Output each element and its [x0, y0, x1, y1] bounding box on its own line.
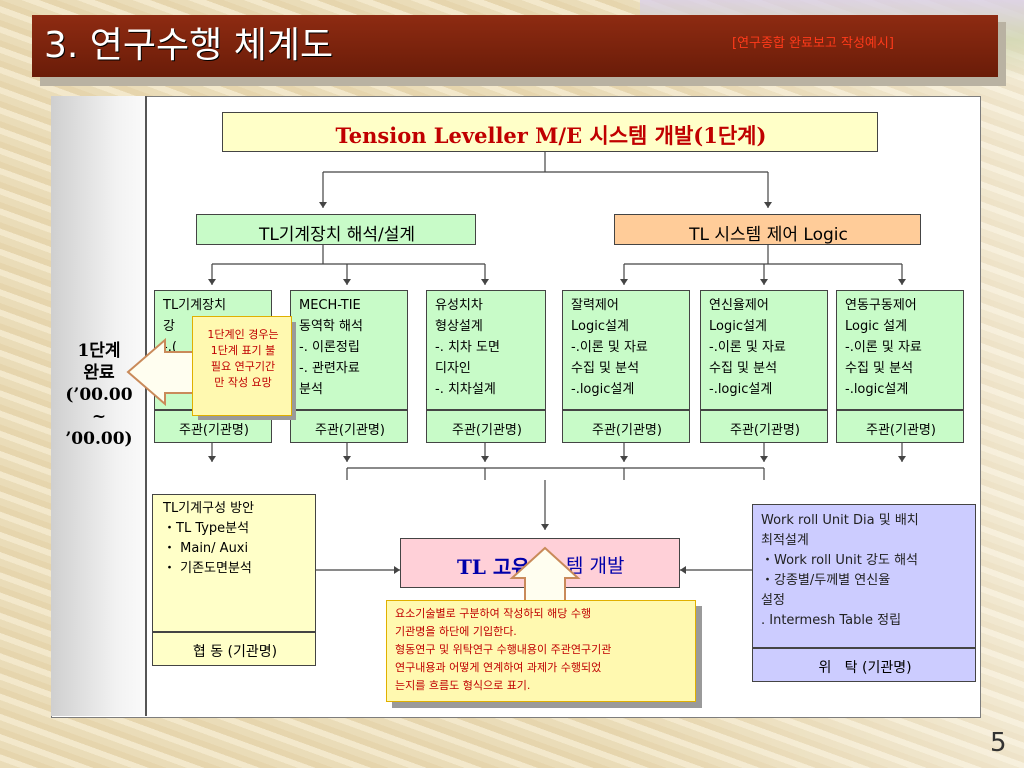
task-box-2-bottom: 주관(기관명) [290, 410, 408, 443]
task-6-org: 주관(기관명) [866, 423, 936, 438]
task-box-5-bottom: 주관(기관명) [700, 410, 828, 443]
task-box-6-bottom: 주관(기관명) [836, 410, 964, 443]
consign-text: Work roll Unit Dia 및 배치 최적설계 ・Work roll … [761, 513, 919, 628]
page-number: 5 [990, 728, 1007, 758]
root-label: Tension Leveller M/E 시스템 개발(1단계) [335, 123, 767, 148]
consign-box-bottom: 위 탁 (기관명) [752, 648, 976, 682]
task-box-3: 유성치차 형상설계 -. 치차 도면 디자인 -. 치차설계 [426, 290, 546, 410]
stage-label: 1단계 완료 (’00.00 ~ ’00.00) [65, 341, 133, 449]
task-3-text: 유성치차 형상설계 -. 치차 도면 디자인 -. 치차설계 [435, 298, 500, 397]
task-2-text: MECH-TIE 동역학 해석 -. 이론정립 -. 관련자료 분석 [299, 298, 363, 397]
task-box-5: 연신율제어 Logic설계 -.이론 및 자료 수집 및 분석 -.logic설… [700, 290, 828, 410]
task-4-org: 주관(기관명) [592, 423, 662, 438]
branch-right-box: TL 시스템 제어 Logic [614, 214, 921, 245]
branch-left-label: TL기계장치 해석/설계 [258, 225, 416, 245]
task-4-text: 잘력제어 Logic설계 -.이론 및 자료 수집 및 분석 -.logic설계 [571, 298, 648, 397]
stage-column [51, 96, 147, 716]
task-1-org: 주관(기관명) [179, 423, 249, 438]
coop-box-bottom: 협 동 (기관명) [152, 632, 316, 666]
branch-left-box: TL기계장치 해석/설계 [196, 214, 476, 245]
task-box-2: MECH-TIE 동역학 해석 -. 이론정립 -. 관련자료 분석 [290, 290, 408, 410]
coop-org: 협 동 (기관명) [192, 644, 278, 660]
title-bar [32, 15, 998, 77]
task-box-4-bottom: 주관(기관명) [562, 410, 690, 443]
bottom-callout-text: 요소기술별로 구분하여 작성하되 해당 수행 기관명을 하단에 기입한다. 형동… [395, 607, 612, 692]
stage-callout: 1단계인 경우는 1단계 표기 불 필요 연구기간 만 작성 요망 [192, 316, 292, 416]
root-box: Tension Leveller M/E 시스템 개발(1단계) [222, 112, 878, 152]
coop-box: TL기계구성 방안 ・TL Type분석 ・ Main/ Auxi ・ 기존도면… [152, 494, 316, 632]
bottom-callout: 요소기술별로 구분하여 작성하되 해당 수행 기관명을 하단에 기입한다. 형동… [386, 600, 696, 702]
task-6-text: 연동구동제어 Logic 설계 -.이론 및 자료 수집 및 분석 -.logi… [845, 298, 922, 397]
task-box-4: 잘력제어 Logic설계 -.이론 및 자료 수집 및 분석 -.logic설계 [562, 290, 690, 410]
task-3-org: 주관(기관명) [452, 423, 522, 438]
task-box-6: 연동구동제어 Logic 설계 -.이론 및 자료 수집 및 분석 -.logi… [836, 290, 964, 410]
stage-callout-text: 1단계인 경우는 1단계 표기 불 필요 연구기간 만 작성 요망 [207, 328, 279, 389]
coop-text: TL기계구성 방안 ・TL Type분석 ・ Main/ Auxi ・ 기존도면… [163, 501, 255, 576]
task-2-org: 주관(기관명) [315, 423, 385, 438]
consign-org: 위 탁 (기관명) [818, 660, 912, 676]
task-5-org: 주관(기관명) [730, 423, 800, 438]
branch-right-label: TL 시스템 제어 Logic [689, 225, 848, 245]
task-box-3-bottom: 주관(기관명) [426, 410, 546, 443]
task-5-text: 연신율제어 Logic설계 -.이론 및 자료 수집 및 분석 -.logic설… [709, 298, 786, 397]
slide-title: 3. 연구수행 체계도 [44, 25, 334, 66]
slide-note: [연구종합 완료보고 작성예시] [732, 36, 894, 51]
consign-box: Work roll Unit Dia 및 배치 최적설계 ・Work roll … [752, 504, 976, 648]
